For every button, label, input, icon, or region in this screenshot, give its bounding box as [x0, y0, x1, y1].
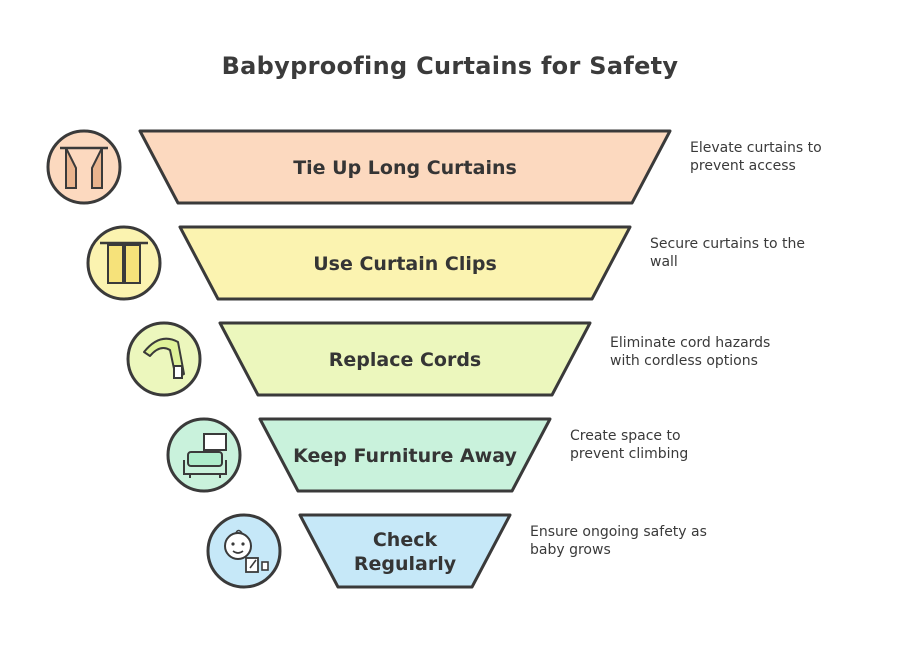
step-2-label: Use Curtain Clips [313, 253, 497, 275]
funnel-step-5 [206, 513, 512, 589]
step-4-label: Keep Furniture Away [293, 445, 517, 467]
step-1-label: Tie Up Long Curtains [293, 157, 517, 179]
step-4-description: Create space to prevent climbing [570, 428, 689, 462]
funnel-step-2 [86, 225, 632, 301]
sofa-window-icon [166, 417, 242, 493]
funnel-band-5 [298, 513, 512, 589]
funnel-band-4 [258, 417, 552, 493]
funnel-step-1 [46, 129, 672, 205]
funnel-step-4 [166, 417, 552, 493]
cord-icon [126, 321, 202, 397]
page-title: Babyproofing Curtains for Safety [221, 52, 679, 80]
step-3-label: Replace Cords [328, 349, 482, 371]
step-5-description: Ensure ongoing safety as baby grows [530, 524, 707, 558]
step-5-label: Check Regularly [353, 529, 457, 575]
funnel-band-3 [218, 321, 592, 397]
funnel-step-3 [126, 321, 592, 397]
funnel-band-2 [178, 225, 632, 301]
curtain-rod-icon [86, 225, 162, 301]
step-2-description: Secure curtains to the wall [650, 236, 805, 270]
funnel-band-1 [138, 129, 672, 205]
step-3-description: Eliminate cord hazards with cordless opt… [610, 335, 771, 369]
step-1-description: Elevate curtains to prevent access [690, 140, 822, 174]
baby-face-icon [206, 513, 282, 589]
tied-curtains-icon [46, 129, 122, 205]
